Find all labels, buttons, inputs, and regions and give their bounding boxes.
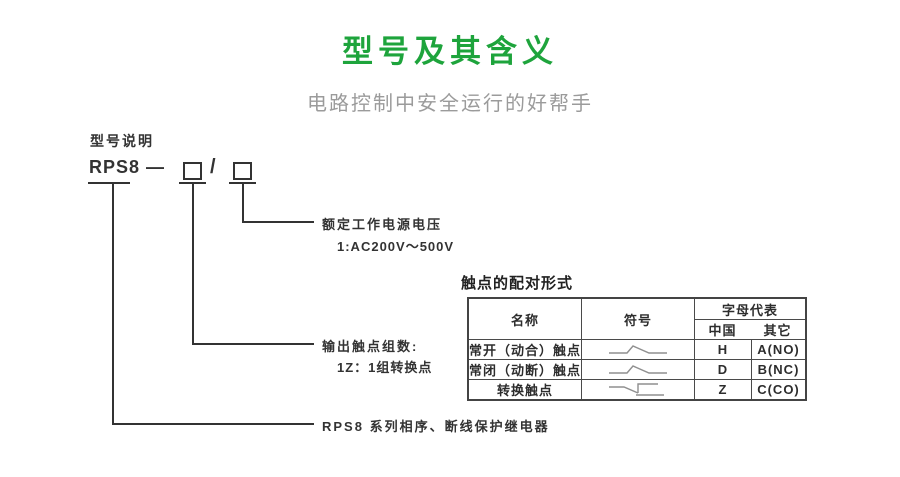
table-row: 常闭（动断）触点 D B(NC) [467, 359, 807, 380]
contact-name: 转换触点 [467, 379, 582, 401]
table-header-row: 名称 符号 字母代表 [467, 297, 807, 340]
model-prefix: RPS8 [89, 157, 141, 177]
model-code-box-1 [183, 162, 202, 180]
contact-table-title: 触点的配对形式 [461, 275, 574, 292]
normally-open-contact-symbol [609, 344, 667, 354]
underline-prefix [88, 182, 130, 184]
slash-separator: / [210, 156, 216, 178]
contact-name: 常闭（动断）触点 [467, 359, 582, 380]
china-code: H [694, 339, 752, 360]
other-code: A(NO) [751, 339, 807, 360]
underline-box-2 [229, 182, 256, 184]
underline-box-1 [179, 182, 206, 184]
table-row: 常开（动合）触点 H A(NO) [467, 339, 807, 360]
subheader-other: 其它 [763, 323, 792, 338]
contact-table: 名称 符号 字母代表 中国 其它 常开（动合）触点 [467, 297, 807, 401]
china-code: Z [694, 379, 752, 401]
changeover-contact-symbol [609, 382, 664, 396]
page-title: 型号及其含义 [342, 34, 558, 69]
contact-symbol-cell [581, 339, 695, 360]
other-code: C(CO) [751, 379, 807, 401]
header-name: 名称 [467, 297, 582, 340]
model-section-label: 型号说明 [90, 133, 154, 149]
connector-stem-series [112, 184, 114, 425]
header-symbol: 符号 [581, 297, 695, 340]
connector-leader-contacts [192, 343, 314, 345]
contact-symbol-cell [581, 379, 695, 401]
normally-closed-contact-symbol [609, 364, 667, 374]
callout-voltage-detail: 1:AC200V～500V [337, 239, 455, 254]
china-code: D [694, 359, 752, 380]
dash-separator: — [146, 157, 164, 177]
callout-contact-groups-detail: 1Z：1组转换点 [337, 360, 433, 375]
contact-name: 常开（动合）触点 [467, 339, 582, 360]
contact-symbol-cell [581, 359, 695, 380]
connector-leader-series [112, 423, 314, 425]
subheader-cell: 中国 其它 [694, 319, 807, 340]
connector-leader-voltage [242, 221, 314, 223]
header-letter-code: 字母代表 [694, 297, 807, 320]
connector-stem-contacts [192, 184, 194, 345]
table-row: 转换触点 Z C(CO) [467, 379, 807, 401]
other-code: B(NC) [751, 359, 807, 380]
subheader-labels: 中国 其它 [695, 320, 805, 339]
contact-pairing-table: 名称 符号 字母代表 中国 其它 常开（动合）触点 [467, 297, 807, 401]
callout-series-label: RPS8 系列相序、断线保护继电器 [322, 419, 550, 434]
model-code-box-2 [233, 162, 252, 180]
callout-voltage-label: 额定工作电源电压 [322, 217, 443, 232]
connector-stem-voltage [242, 184, 244, 223]
subheader-china: 中国 [708, 323, 737, 338]
callout-contact-groups-label: 输出触点组数: [322, 339, 419, 354]
table-subheader-row: 中国 其它 [468, 319, 807, 340]
page-subtitle: 电路控制中安全运行的好帮手 [307, 93, 593, 115]
